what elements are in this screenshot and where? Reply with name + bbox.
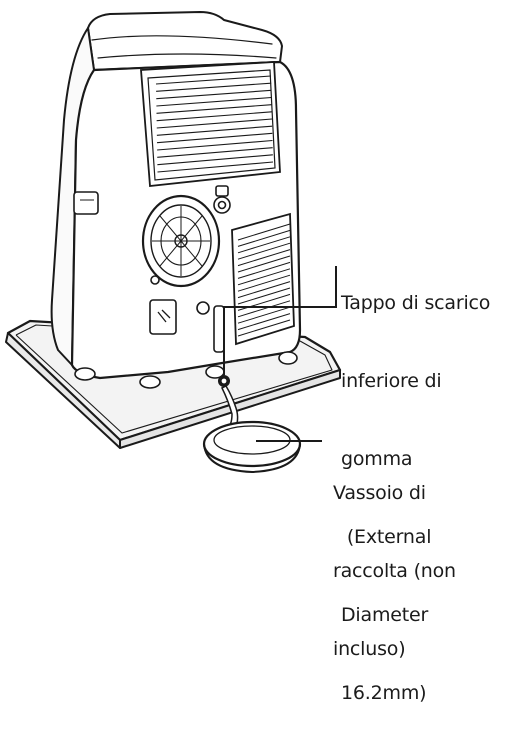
filter-slat: [237, 300, 291, 318]
filter-slat: [237, 255, 291, 273]
grille-slat: [156, 111, 272, 122]
filter-slat: [237, 319, 291, 337]
drain-plug-label-line: inferiore di: [341, 370, 442, 392]
filter-slat: [237, 261, 291, 279]
drain-plug-label-line: gomma: [341, 448, 413, 470]
exhaust-fan: [141, 194, 221, 288]
drain-plug: [218, 375, 230, 387]
grille-slat: [155, 75, 272, 85]
collection-tray-label-line: incluso): [333, 638, 406, 660]
grille-slat: [156, 132, 273, 144]
filter-slat: [237, 306, 291, 324]
drain-plug-label-line: Tappo di scarico: [341, 292, 491, 314]
filter-slat: [237, 274, 291, 292]
grille-slat: [156, 125, 273, 136]
grille-slat: [156, 96, 272, 107]
grille-slat: [157, 147, 273, 158]
grille-slat: [156, 118, 273, 129]
filter-slat: [237, 268, 291, 286]
grille-slat: [156, 89, 272, 100]
upper-vent-grille: [140, 61, 281, 187]
filter-slat: [237, 281, 291, 299]
lower-vent-grille: [231, 212, 295, 346]
filter-slat: [237, 236, 291, 254]
air-conditioner-diagram: [5, 11, 342, 474]
filter-slat: [237, 249, 291, 267]
caster-wheels: [74, 351, 298, 389]
collection-tray-label-line: Vassoio di: [333, 482, 426, 504]
filter-slat: [237, 242, 291, 260]
filter-slat: [237, 229, 291, 247]
collection-tray: [202, 420, 302, 474]
grille-slat: [156, 104, 272, 114]
grille-slat: [157, 161, 274, 173]
grille-slat: [157, 139, 273, 151]
grille-slat: [156, 82, 272, 92]
filter-slat: [237, 223, 291, 241]
back-fittings: [73, 185, 231, 353]
grille-slat: [157, 154, 273, 166]
filter-slat: [237, 287, 291, 305]
collection-tray-label: Vassoio di raccolta (non incluso): [333, 428, 456, 688]
leader-lines: [223, 266, 337, 442]
filter-slat: [237, 313, 291, 331]
collection-tray-label-line: raccolta (non: [333, 560, 456, 582]
